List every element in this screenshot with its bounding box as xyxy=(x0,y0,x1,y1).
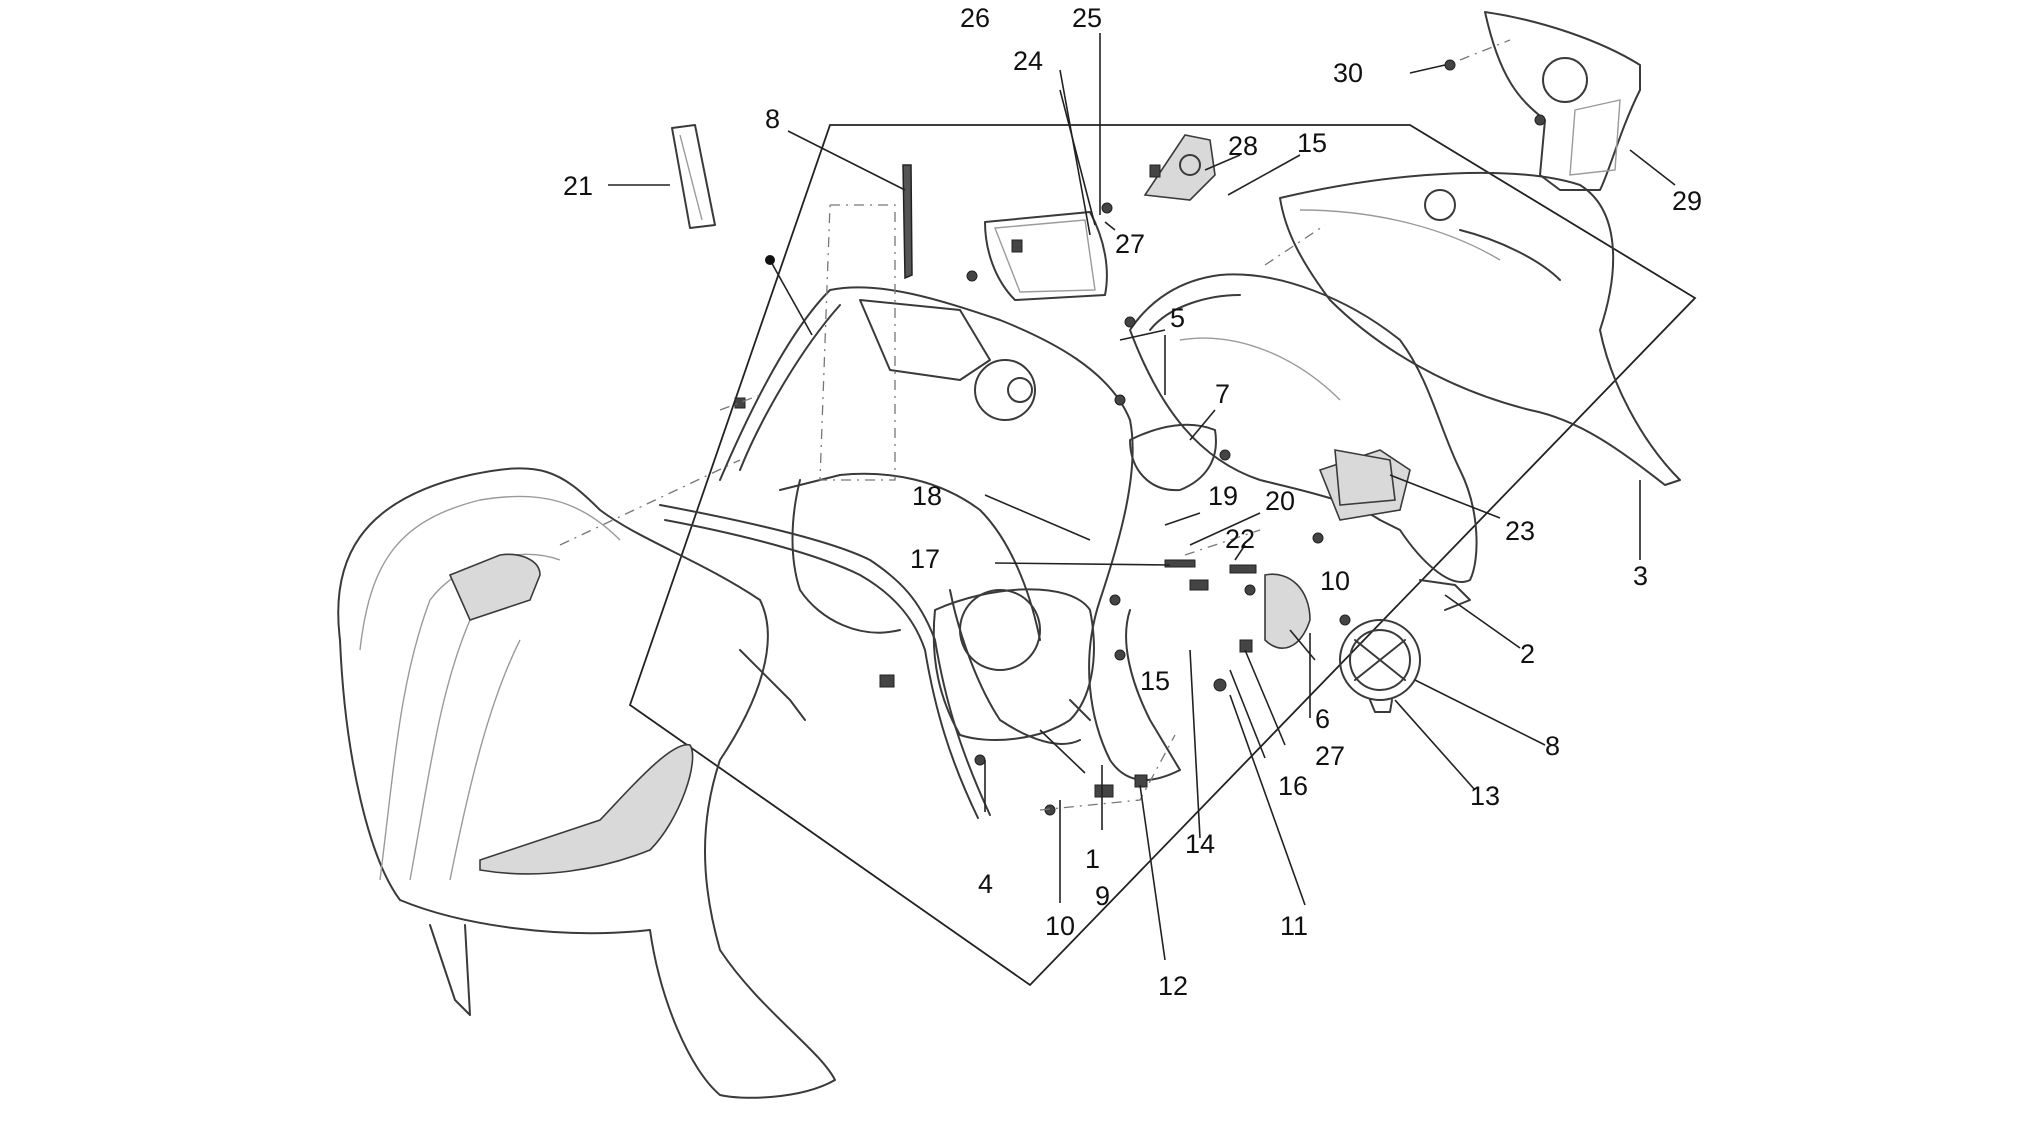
bracket-28 xyxy=(1143,134,1216,201)
callout-21: 21 xyxy=(563,171,593,201)
callout-13: 13 xyxy=(1470,781,1500,811)
leader-lines xyxy=(608,33,1676,961)
callout-15-top: 15 xyxy=(1297,128,1327,158)
fasteners xyxy=(734,59,1546,816)
callout-26: 26 xyxy=(960,3,990,33)
strip-8 xyxy=(902,164,913,280)
callout-15-bottom: 15 xyxy=(1140,666,1170,696)
callout-5: 5 xyxy=(1170,303,1185,333)
block-23 xyxy=(1334,449,1396,506)
callout-12: 12 xyxy=(1158,971,1188,1001)
front-shield xyxy=(337,467,836,1099)
callout-3: 3 xyxy=(1633,561,1648,591)
callout-8-top: 8 xyxy=(765,104,780,134)
callout-9: 9 xyxy=(1095,881,1110,911)
callout-22: 22 xyxy=(1225,524,1255,554)
rear-shield xyxy=(1279,171,1681,486)
cover-7 xyxy=(1129,423,1217,492)
callout-30: 30 xyxy=(1333,58,1363,88)
callout-2: 2 xyxy=(1520,639,1535,669)
callout-20: 20 xyxy=(1265,486,1295,516)
callout-10-right: 10 xyxy=(1320,566,1350,596)
callout-24: 24 xyxy=(1013,46,1043,76)
callout-6: 6 xyxy=(1315,704,1330,734)
callout-11: 11 xyxy=(1280,911,1308,941)
tube-4 xyxy=(659,504,991,819)
callout-19: 19 xyxy=(1208,481,1238,511)
callout-29: 29 xyxy=(1672,186,1702,216)
callout-25: 25 xyxy=(1072,3,1102,33)
grill-13 xyxy=(1339,619,1421,713)
cover-21 xyxy=(671,124,716,229)
callout-8-right: 8 xyxy=(1545,731,1560,761)
callout-4: 4 xyxy=(978,869,993,899)
assembly-frame xyxy=(628,124,1697,987)
callout-labels: 1 2 3 4 5 6 7 8 8 9 10 10 11 12 13 14 15… xyxy=(563,3,1702,1001)
callout-23: 23 xyxy=(1505,516,1535,546)
callout-1: 1 xyxy=(1085,844,1100,874)
callout-7: 7 xyxy=(1215,379,1230,409)
glove-box xyxy=(932,588,1095,741)
callout-18: 18 xyxy=(912,481,942,511)
callout-28: 28 xyxy=(1228,131,1258,161)
callout-27-top: 27 xyxy=(1115,229,1145,259)
cap-6 xyxy=(1264,573,1311,649)
cover-29 xyxy=(1484,11,1641,191)
callout-10-bottom: 10 xyxy=(1045,911,1075,941)
panel-24 xyxy=(984,211,1108,301)
callout-17: 17 xyxy=(910,544,940,574)
callout-27-bottom: 27 xyxy=(1315,741,1345,771)
callout-16: 16 xyxy=(1278,771,1308,801)
callout-14: 14 xyxy=(1185,829,1215,859)
reference-dot xyxy=(765,255,775,265)
alignment-lines xyxy=(559,39,1511,811)
